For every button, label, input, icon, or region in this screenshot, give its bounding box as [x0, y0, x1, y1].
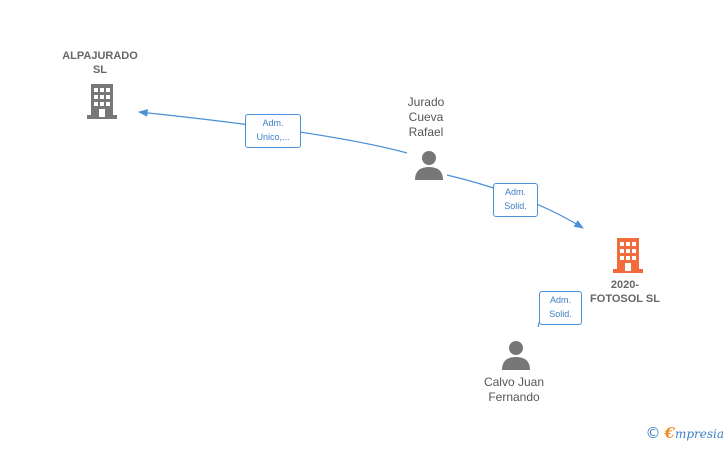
person-label-calvo[interactable]: Calvo Juan Fernando: [483, 375, 545, 404]
company-label-alpajurado[interactable]: ALPAJURADO SL: [62, 50, 138, 76]
edge-label-adm-solid[interactable]: Adm. Solid.: [493, 183, 538, 217]
brand-initial: €: [664, 424, 675, 442]
building-icon[interactable]: [612, 238, 644, 278]
copyright-icon: ©: [645, 424, 661, 442]
edge-label-adm-unico[interactable]: Adm. Unico,...: [245, 114, 301, 148]
edge-label-adm-solid[interactable]: Adm. Solid.: [539, 291, 582, 325]
company-label-fotosol[interactable]: 2020- FOTOSOL SL: [590, 279, 660, 305]
building-icon[interactable]: [86, 84, 118, 124]
person-icon[interactable]: [414, 150, 444, 185]
footer-brand: © €mpresia: [646, 424, 725, 442]
empresia-logo[interactable]: €mpresia: [665, 424, 725, 442]
person-label-jurado[interactable]: Jurado Cueva Rafael: [407, 95, 445, 139]
person-icon[interactable]: [501, 340, 531, 375]
brand-rest: mpresia: [674, 427, 724, 441]
edge-jurado-alpajurado: [138, 109, 408, 154]
